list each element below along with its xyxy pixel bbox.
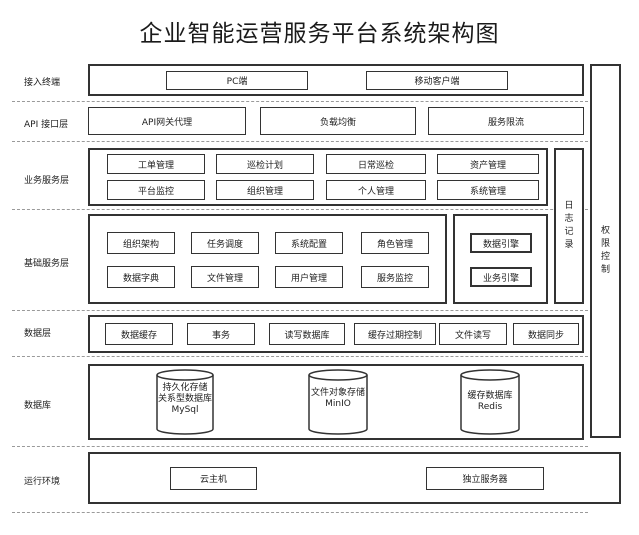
database-label: 持久化存储 [162,383,208,393]
base-service-item: 数据字典 [107,266,175,288]
database-label: 文件对象存储 [310,388,365,398]
layer-label-runtime: 运行环境 [24,477,61,487]
business-item: 资产管理 [437,154,539,174]
runtime-layer-panel: 云主机 独立服务器 [88,452,621,504]
access-item: 移动客户端 [366,71,508,90]
log-record-char: 录 [564,240,574,250]
layer-divider [12,209,588,210]
base-service-item: 组织架构 [107,232,175,254]
base-service-item: 系统配置 [275,232,343,254]
business-layer-panel: 工单管理 巡检计划 日常巡检 资产管理 平台监控 组织管理 个人管理 系统管理 [88,148,548,206]
business-item: 日常巡检 [326,154,426,174]
access-layer-panel: PC端 移动客户端 [88,64,584,96]
api-item: 服务限流 [428,107,584,135]
base-layer-panel: 组织架构 任务调度 系统配置 角色管理 数据字典 文件管理 用户管理 服务监控 [88,214,447,304]
log-record-char: 日 [564,201,574,211]
page-title: 企业智能运营服务平台系统架构图 [139,21,500,47]
business-item: 巡检计划 [216,154,314,174]
base-service-item: 任务调度 [191,232,259,254]
database-label: MySql [171,405,199,415]
database-layer-panel: 持久化存储 关系型数据库 MySql 文件对象存储 MinIO 缓存数据库 Re… [88,364,584,440]
data-layer-item: 文件读写 [439,323,507,345]
layer-label-api: API 接口层 [24,120,69,130]
database-cylinder-redis: 缓存数据库 Redis [460,369,520,437]
base-service-item: 服务监控 [361,266,429,288]
engine-panel: 数据引擎 业务引擎 [453,214,548,304]
layer-divider [12,310,588,311]
database-label: Redis [477,402,503,412]
business-item: 工单管理 [107,154,205,174]
layer-divider [12,356,588,357]
base-service-item: 用户管理 [275,266,343,288]
log-record-panel: 日 志 记 录 [554,148,584,304]
layer-label-database: 数据库 [24,401,52,411]
layer-label-base: 基础服务层 [24,259,70,269]
data-layer-item: 数据缓存 [105,323,173,345]
layer-divider [12,446,588,447]
engine-item: 业务引擎 [470,267,532,287]
database-cylinder-mysql: 持久化存储 关系型数据库 MySql [156,369,214,437]
database-cylinder-minio: 文件对象存储 MinIO [308,369,368,437]
permission-control-panel: 权 限 控 制 [590,64,621,438]
base-service-item: 文件管理 [191,266,259,288]
business-item: 个人管理 [326,180,426,200]
database-label: 关系型数据库 [157,394,212,404]
database-label: 缓存数据库 [467,391,513,401]
data-layer-item: 数据同步 [513,323,579,345]
layer-divider [12,141,588,142]
log-record-char: 志 [564,214,574,224]
layer-label-access: 接入终端 [24,78,61,88]
log-record-char: 记 [564,227,574,237]
permission-char: 制 [600,265,610,275]
layer-label-business: 业务服务层 [24,176,70,186]
data-layer-panel: 数据缓存 事务 读写数据库 缓存过期控制 文件读写 数据同步 [88,315,584,353]
base-service-item: 角色管理 [361,232,429,254]
permission-char: 权 [600,226,610,236]
api-item: API网关代理 [88,107,246,135]
database-label: MinIO [325,399,351,409]
permission-char: 控 [600,252,610,262]
api-item: 负载均衡 [260,107,416,135]
business-item: 组织管理 [216,180,314,200]
business-item: 系统管理 [437,180,539,200]
layer-divider [12,101,588,102]
data-layer-item: 缓存过期控制 [354,323,436,345]
business-item: 平台监控 [107,180,205,200]
data-layer-item: 读写数据库 [269,323,345,345]
engine-item: 数据引擎 [470,233,532,253]
layer-label-data: 数据层 [24,329,52,339]
data-layer-item: 事务 [187,323,255,345]
layer-divider [12,512,588,513]
runtime-item: 云主机 [170,467,257,490]
permission-char: 限 [600,239,610,249]
access-item: PC端 [166,71,308,90]
runtime-item: 独立服务器 [426,467,544,490]
